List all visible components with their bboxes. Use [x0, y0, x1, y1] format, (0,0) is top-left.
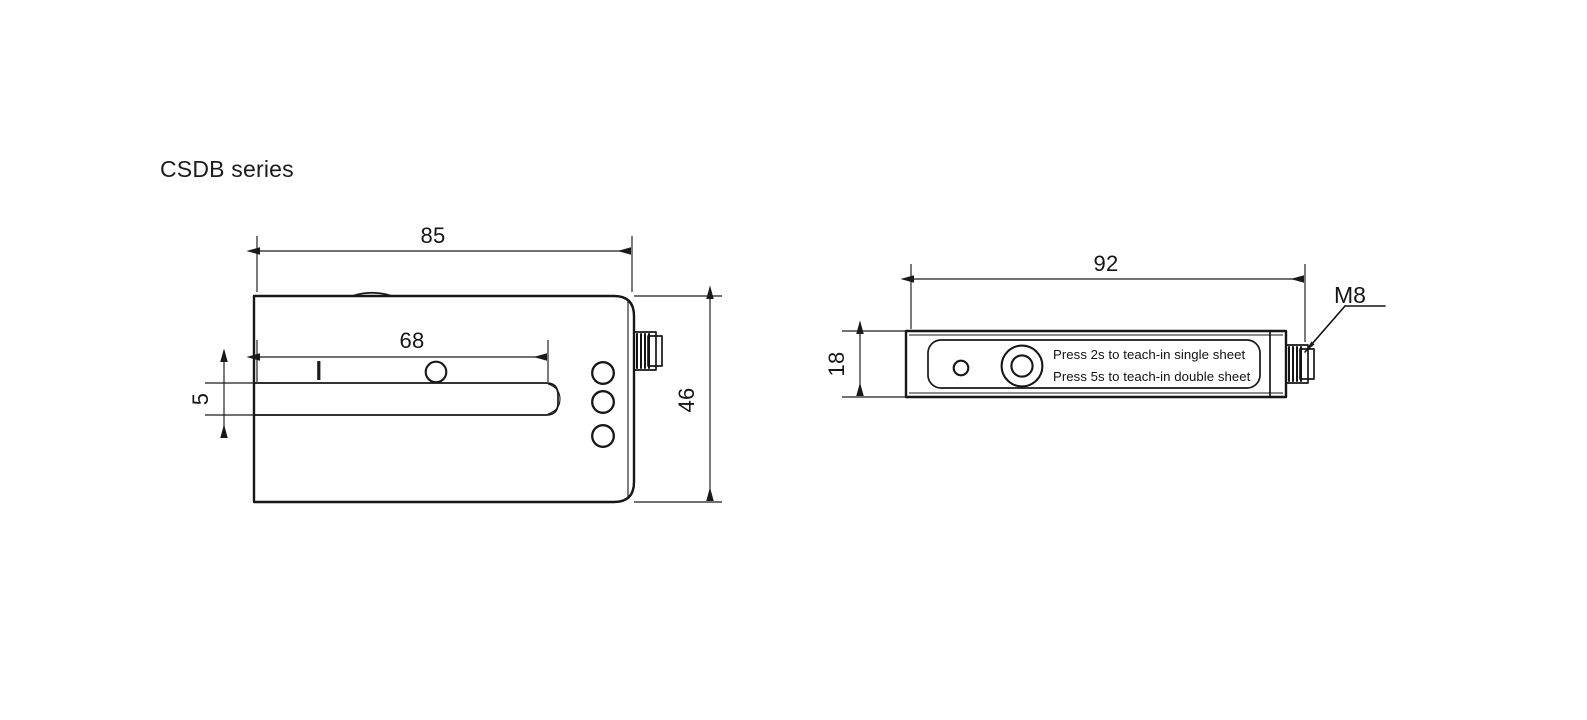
dimension-46-text: 46: [674, 387, 699, 412]
dimension-5: 5: [188, 348, 280, 439]
slot-end-fillet: [547, 383, 561, 415]
dimension-18: 18: [824, 320, 908, 398]
dimension-85: 85: [246, 223, 633, 292]
dimension-68: 68: [246, 328, 549, 382]
led-indicator-1: [591, 361, 615, 385]
m8-connector-side: [1285, 344, 1315, 384]
dimension-85-text: 85: [420, 223, 445, 248]
m8-leader-arrow: [1305, 341, 1315, 352]
dimension-46: 46: [634, 285, 722, 503]
m8-callout-text: M8: [1334, 282, 1366, 308]
side-view: Press 2s to teach-in single sheet Press …: [824, 251, 1386, 399]
dimension-92: 92: [900, 251, 1306, 342]
status-led-icon: [952, 359, 970, 377]
emitter-aperture-icon: [424, 360, 448, 384]
label-panel: [927, 339, 1261, 389]
top-bump: [351, 291, 393, 297]
dimension-18-text: 18: [824, 351, 849, 376]
m8-connector-front: [633, 331, 663, 371]
front-view: 85 68 5 46: [188, 223, 722, 504]
sensing-slot: [253, 382, 559, 416]
dimension-92-text: 92: [1093, 251, 1118, 276]
led-indicator-3: [591, 424, 615, 448]
teach-instruction-line-2: Press 5s to teach-in double sheet: [1053, 369, 1251, 384]
led-indicator-2: [591, 390, 615, 414]
teach-in-button[interactable]: [1000, 344, 1044, 388]
front-view-body: [252, 294, 636, 504]
teach-instruction-line-1: Press 2s to teach-in single sheet: [1053, 347, 1246, 362]
dimension-5-text: 5: [188, 393, 213, 406]
page-title: CSDB series: [160, 156, 294, 182]
dimension-68-text: 68: [399, 328, 424, 353]
m8-callout: M8: [1304, 282, 1386, 353]
slot-tick-mark: [317, 361, 321, 380]
